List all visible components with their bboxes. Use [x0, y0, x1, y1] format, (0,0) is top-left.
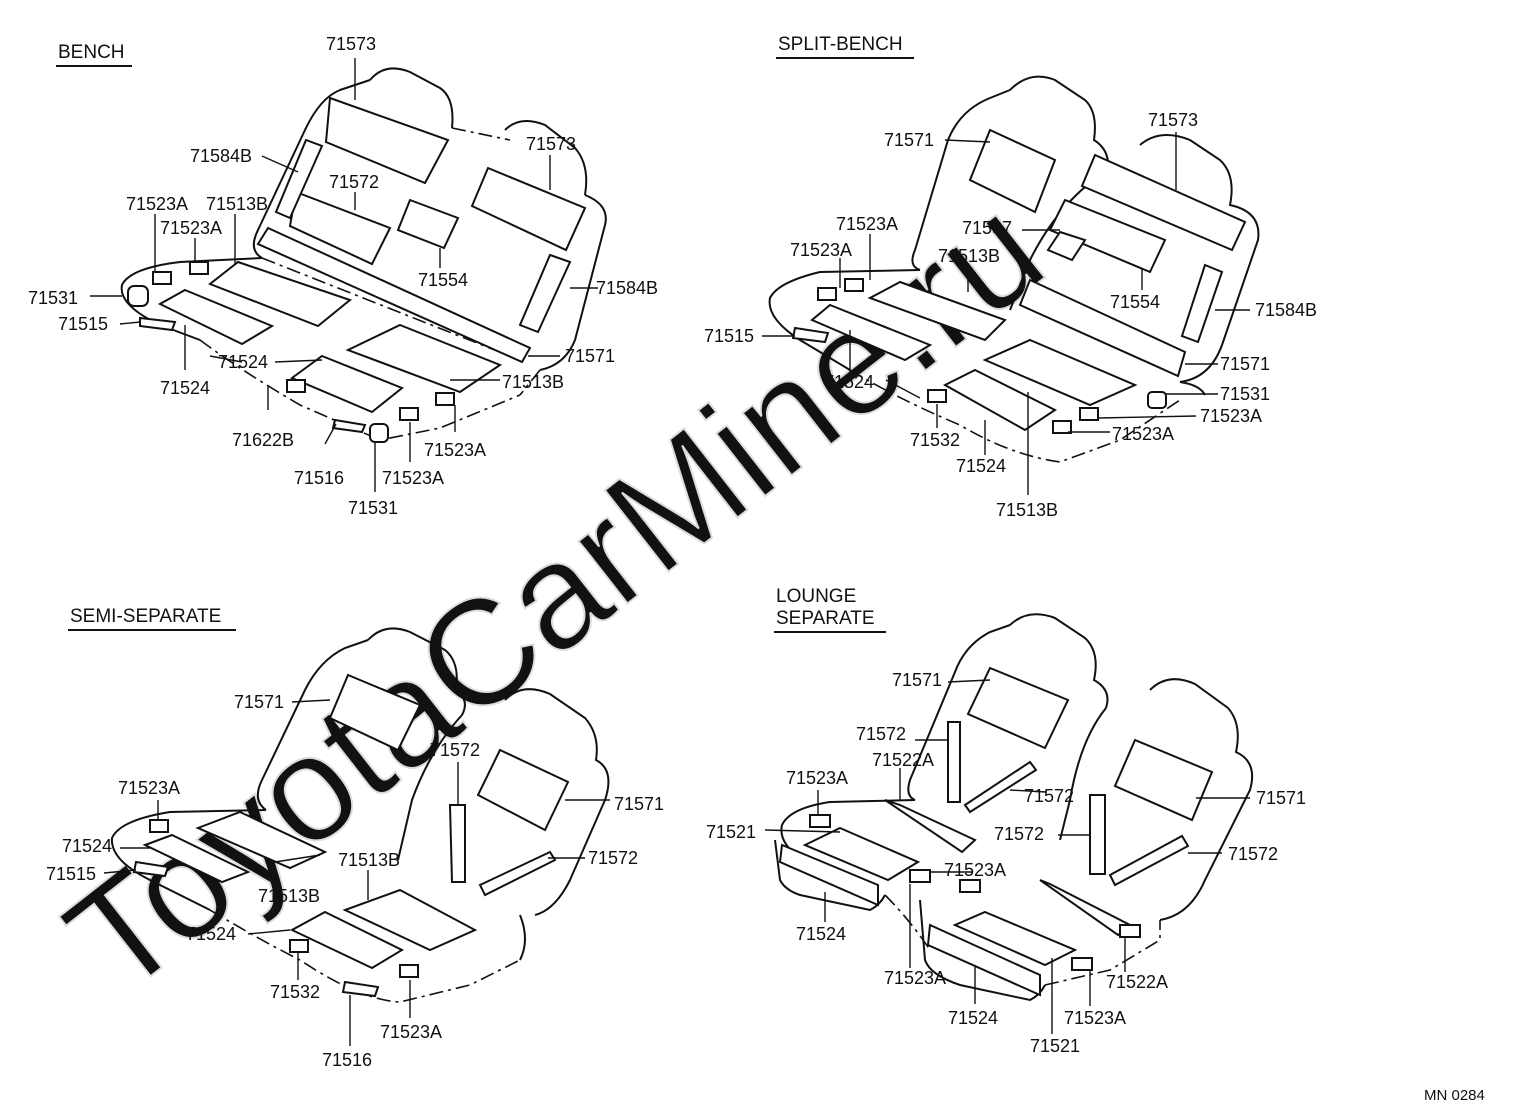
split-bench-labels: 71571 71573 71523A 71587 71523A 71513B 7… [704, 110, 1317, 520]
part-label: 71523A [382, 468, 444, 488]
part-label: 71571 [884, 130, 934, 150]
part-label: 71513B [338, 850, 400, 870]
part-label: 71515 [58, 314, 108, 334]
part-label: 71523A [790, 240, 852, 260]
split-bench-title: SPLIT-BENCH [778, 34, 903, 55]
part-label: 71571 [1256, 788, 1306, 808]
part-label: 71571 [614, 794, 664, 814]
part-label: 71524 [62, 836, 112, 856]
part-label: 71572 [430, 740, 480, 760]
part-label: 71572 [1024, 786, 1074, 806]
diagram-code: MN 0284 [1424, 1087, 1485, 1104]
lounge-title-line2: SEPARATE [776, 608, 875, 629]
bench-labels: 71573 71573 71584B 71572 71523A 71513B 7… [28, 34, 658, 518]
semi-separate-labels: 71571 71572 71571 71523A 71524 71513B 71… [46, 692, 664, 1070]
part-label: 71513B [206, 194, 268, 214]
part-label: 71523A [1064, 1008, 1126, 1028]
bench-title: BENCH [58, 42, 125, 63]
part-label: 71523A [424, 440, 486, 460]
part-label: 71573 [526, 134, 576, 154]
part-label: 71524 [218, 352, 268, 372]
split-bench-leaders [762, 132, 1250, 495]
part-label: 71515 [704, 326, 754, 346]
part-label: 71523A [884, 968, 946, 988]
part-label: 71523A [1112, 424, 1174, 444]
part-label: 71513B [938, 246, 1000, 266]
part-label: 71531 [1220, 384, 1270, 404]
part-label: 71524 [824, 372, 874, 392]
part-label: 71523A [836, 214, 898, 234]
part-label: 71572 [1228, 844, 1278, 864]
part-label: 71587 [962, 218, 1012, 238]
part-label: 71521 [706, 822, 756, 842]
part-label: 71572 [588, 848, 638, 868]
part-label: 71571 [565, 346, 615, 366]
semi-separate-leaders [103, 699, 610, 1046]
part-label: 71573 [326, 34, 376, 54]
part-label: 71523A [160, 218, 222, 238]
bench-section: BENCH [28, 34, 658, 518]
part-label: 71584B [596, 278, 658, 298]
semi-separate-section: SEMI-SEPARATE [46, 606, 664, 1070]
part-label: 71513B [258, 886, 320, 906]
part-label: 71513B [996, 500, 1058, 520]
part-label: 71524 [956, 456, 1006, 476]
lounge-title-line1: LOUNGE [776, 586, 856, 607]
split-bench-section: SPLIT-BENCH [704, 34, 1317, 520]
semi-separate-title: SEMI-SEPARATE [70, 606, 221, 627]
part-label: 71522A [1106, 972, 1168, 992]
part-label: 71523A [1200, 406, 1262, 426]
part-label: 71524 [160, 378, 210, 398]
bench-leaders [90, 58, 598, 492]
lounge-labels: 71571 71572 71522A 71571 71523A 71572 71… [706, 670, 1306, 1056]
part-label: 71531 [28, 288, 78, 308]
part-label: 71523A [126, 194, 188, 214]
part-label: 71521 [1030, 1036, 1080, 1056]
part-label: 71513B [502, 372, 564, 392]
part-label: 71531 [348, 498, 398, 518]
part-label: 71571 [234, 692, 284, 712]
part-label: 71523A [118, 778, 180, 798]
part-label: 71532 [910, 430, 960, 450]
part-label: 71516 [294, 468, 344, 488]
part-label: 71523A [380, 1022, 442, 1042]
part-label: 71524 [186, 924, 236, 944]
part-label: 71523A [786, 768, 848, 788]
part-label: 71573 [1148, 110, 1198, 130]
part-label: 71524 [796, 924, 846, 944]
part-label: 71571 [892, 670, 942, 690]
part-label: 71523A [944, 860, 1006, 880]
part-label: 71572 [329, 172, 379, 192]
split-bench-seat-drawing [768, 75, 1260, 463]
part-label: 71584B [1255, 300, 1317, 320]
lounge-leaders [764, 679, 1250, 1034]
part-label: 71524 [948, 1008, 998, 1028]
part-label: 71522A [872, 750, 934, 770]
part-label: 71622B [232, 430, 294, 450]
part-label: 71572 [856, 724, 906, 744]
part-label: 71516 [322, 1050, 372, 1070]
lounge-seat-drawing [774, 613, 1254, 1002]
part-label: 71584B [190, 146, 252, 166]
part-label: 71572 [994, 824, 1044, 844]
part-label: 71532 [270, 982, 320, 1002]
part-label: 71571 [1220, 354, 1270, 374]
part-label: 71554 [1110, 292, 1160, 312]
part-label: 71515 [46, 864, 96, 884]
bench-seat-drawing [120, 67, 607, 443]
lounge-separate-section: LOUNGE SEPARATE [706, 586, 1306, 1056]
part-label: 71554 [418, 270, 468, 290]
